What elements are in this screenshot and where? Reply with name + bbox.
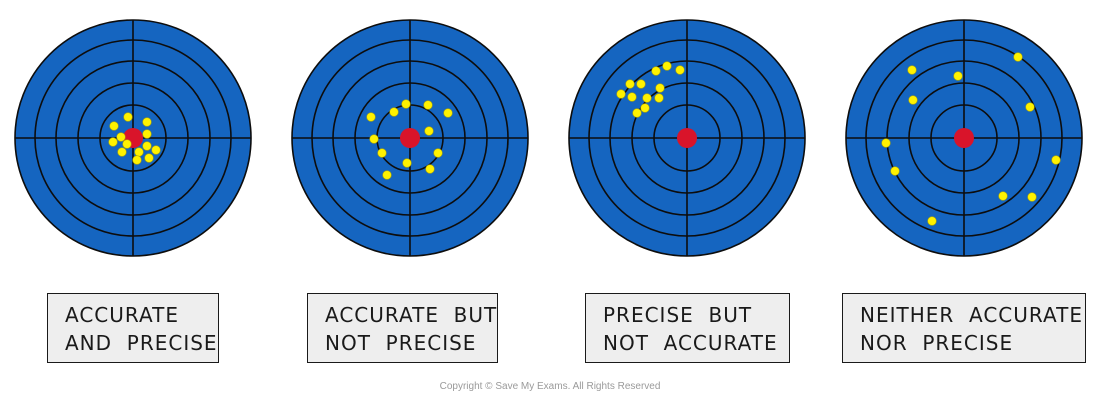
- label-line-1: NEITHER ACCURATE: [860, 303, 1083, 327]
- label-line-1: ACCURATE: [65, 303, 179, 327]
- hit-dot: [616, 89, 626, 99]
- label-line-2: NOR PRECISE: [860, 331, 1014, 355]
- label-line-2: NOT PRECISE: [325, 331, 477, 355]
- hit-dot: [116, 132, 126, 142]
- hit-dot: [402, 158, 412, 168]
- hit-dot: [890, 166, 900, 176]
- hit-dot: [651, 66, 661, 76]
- hit-dot: [632, 108, 642, 118]
- hit-dot: [369, 134, 379, 144]
- hit-dot: [424, 126, 434, 136]
- hit-dot: [908, 95, 918, 105]
- hit-dot: [654, 93, 664, 103]
- hit-dot: [142, 117, 152, 127]
- hit-dot: [1013, 52, 1023, 62]
- bullseye: [677, 128, 697, 148]
- target-precise-but-not-accurate: [568, 19, 806, 257]
- label-accurate-but-not-precise: ACCURATE BUT NOT PRECISE: [307, 293, 498, 363]
- hit-dot: [108, 137, 118, 147]
- hit-dot: [117, 147, 127, 157]
- hit-dot: [382, 170, 392, 180]
- hit-dot: [425, 164, 435, 174]
- hit-dot: [655, 83, 665, 93]
- target-accurate-but-not-precise: [291, 19, 529, 257]
- hit-dot: [109, 121, 119, 131]
- hit-dot: [1025, 102, 1035, 112]
- hit-dot: [122, 139, 132, 149]
- label-line-2: AND PRECISE: [65, 331, 218, 355]
- bullseye: [954, 128, 974, 148]
- hit-dot: [389, 107, 399, 117]
- target-neither-accurate-nor-precise: [845, 19, 1083, 257]
- label-accurate-and-precise: ACCURATE AND PRECISE: [47, 293, 219, 363]
- hit-dot: [881, 138, 891, 148]
- label-line-1: ACCURATE BUT: [325, 303, 498, 327]
- hit-dot: [1051, 155, 1061, 165]
- target-accurate-and-precise: [14, 19, 252, 257]
- hit-dot: [927, 216, 937, 226]
- hit-dot: [642, 93, 652, 103]
- label-line-2: NOT ACCURATE: [603, 331, 778, 355]
- hit-dot: [675, 65, 685, 75]
- copyright-notice: Copyright © Save My Exams. All Rights Re…: [439, 381, 661, 392]
- bullseye: [400, 128, 420, 148]
- hit-dot: [377, 148, 387, 158]
- hit-dot: [627, 92, 637, 102]
- hit-dot: [132, 155, 142, 165]
- hit-dot: [907, 65, 917, 75]
- hit-dot: [401, 99, 411, 109]
- hit-dot: [636, 79, 646, 89]
- hit-dot: [366, 112, 376, 122]
- hit-dot: [998, 191, 1008, 201]
- hit-dot: [142, 129, 152, 139]
- label-neither-accurate-nor-precise: NEITHER ACCURATE NOR PRECISE: [842, 293, 1086, 363]
- hit-dot: [144, 153, 154, 163]
- hit-dot: [134, 147, 144, 157]
- hit-dot: [423, 100, 433, 110]
- hit-dot: [151, 145, 161, 155]
- hit-dot: [433, 148, 443, 158]
- hit-dot: [1027, 192, 1037, 202]
- hit-dot: [953, 71, 963, 81]
- hit-dot: [123, 112, 133, 122]
- hit-dot: [640, 103, 650, 113]
- hit-dot: [625, 79, 635, 89]
- label-line-1: PRECISE BUT: [603, 303, 753, 327]
- hit-dot: [142, 141, 152, 151]
- hit-dot: [662, 61, 672, 71]
- hit-dot: [443, 108, 453, 118]
- label-precise-but-not-accurate: PRECISE BUT NOT ACCURATE: [585, 293, 790, 363]
- targets-diagram: [14, 19, 1083, 257]
